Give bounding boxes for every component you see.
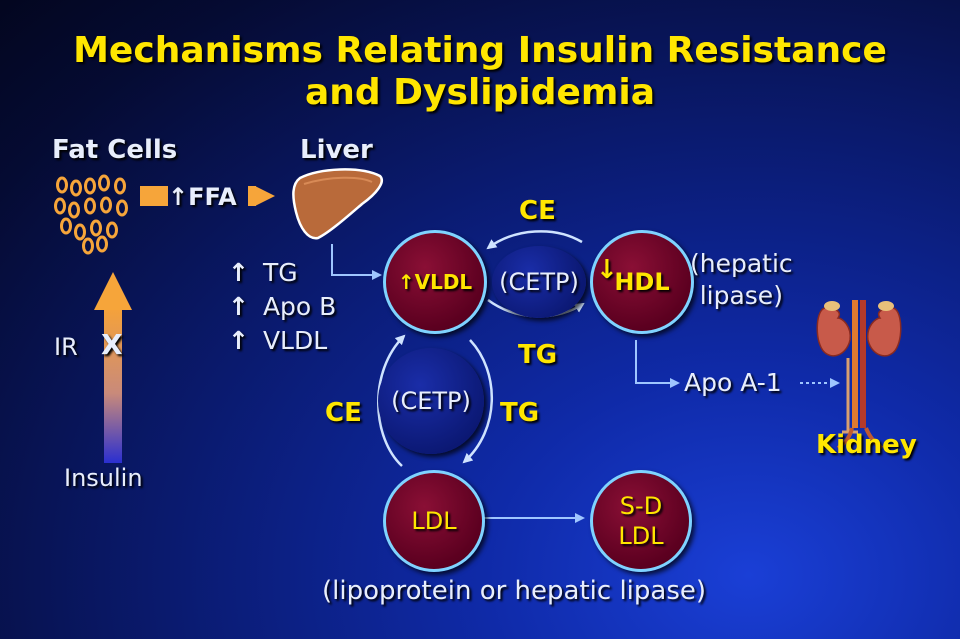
liver-to-vldl-arrow xyxy=(331,244,382,280)
hdl-to-apoa1-arrow xyxy=(635,340,680,388)
liver-label: Liver xyxy=(300,135,373,165)
ce-top-label: CE xyxy=(519,196,556,226)
cetp-mid-circle: (CETP) xyxy=(378,348,484,454)
insulin-arrow-icon xyxy=(94,272,132,463)
list-item-tg: ↑TG xyxy=(228,258,298,287)
hdl-circle: HDL xyxy=(590,230,694,334)
up-arrow-icon: ↑ xyxy=(228,292,249,321)
list-item-apo-b: ↑Apo B xyxy=(228,292,337,321)
vldl-label: ↑VLDL xyxy=(397,270,473,294)
apo-a1-label: Apo A-1 xyxy=(684,368,782,397)
ldl-circle: LDL xyxy=(383,470,485,572)
up-arrow-icon: ↑ xyxy=(228,258,249,287)
title-line-2: and Dyslipidemia xyxy=(304,72,656,113)
tg-right-arc xyxy=(462,339,494,464)
liver-icon xyxy=(292,168,383,240)
sd-ldl-label: S-D LDL xyxy=(618,492,664,550)
ce-left-label: CE xyxy=(325,398,362,428)
ffa-label: ↑FFA xyxy=(168,183,237,211)
down-arrow-icon: ↓ xyxy=(596,255,618,285)
sd-ldl-circle: S-D LDL xyxy=(590,470,692,572)
fat-cells-icon xyxy=(54,174,128,255)
list-item-vldl: ↑VLDL xyxy=(228,326,328,355)
kidney-icon xyxy=(816,300,902,450)
cetp-top-label: (CETP) xyxy=(499,268,579,296)
up-arrow-icon: ↑ xyxy=(228,326,249,355)
up-arrow-icon: ↑ xyxy=(397,270,415,294)
ldl-label: LDL xyxy=(411,507,457,535)
cetp-top-oval: (CETP) xyxy=(492,246,586,318)
cetp-mid-label: (CETP) xyxy=(391,387,471,415)
tg-low-label: TG xyxy=(500,398,540,428)
ir-label: IR xyxy=(54,333,78,361)
vldl-circle: ↑VLDL xyxy=(383,230,487,334)
hepatic-lipase-label: (hepatic lipase) xyxy=(690,249,793,310)
liver-output-list: ↑TG ↑Apo B ↑VLDL xyxy=(228,256,336,358)
ffa-arrow-icon xyxy=(140,186,275,206)
lipoprotein-note: (lipoprotein or hepatic lipase) xyxy=(322,576,707,606)
hdl-label: HDL xyxy=(614,268,670,296)
fat-cells-label: Fat Cells xyxy=(52,135,178,165)
title-line-1: Mechanisms Relating Insulin Resistance xyxy=(73,30,887,71)
x-mark: X xyxy=(101,328,123,361)
up-arrow-icon: ↑ xyxy=(168,183,189,211)
insulin-label: Insulin xyxy=(64,464,143,492)
tg-mid-label: TG xyxy=(518,340,558,370)
ce-top-arc xyxy=(486,230,583,250)
kidney-label: Kidney xyxy=(816,430,917,460)
